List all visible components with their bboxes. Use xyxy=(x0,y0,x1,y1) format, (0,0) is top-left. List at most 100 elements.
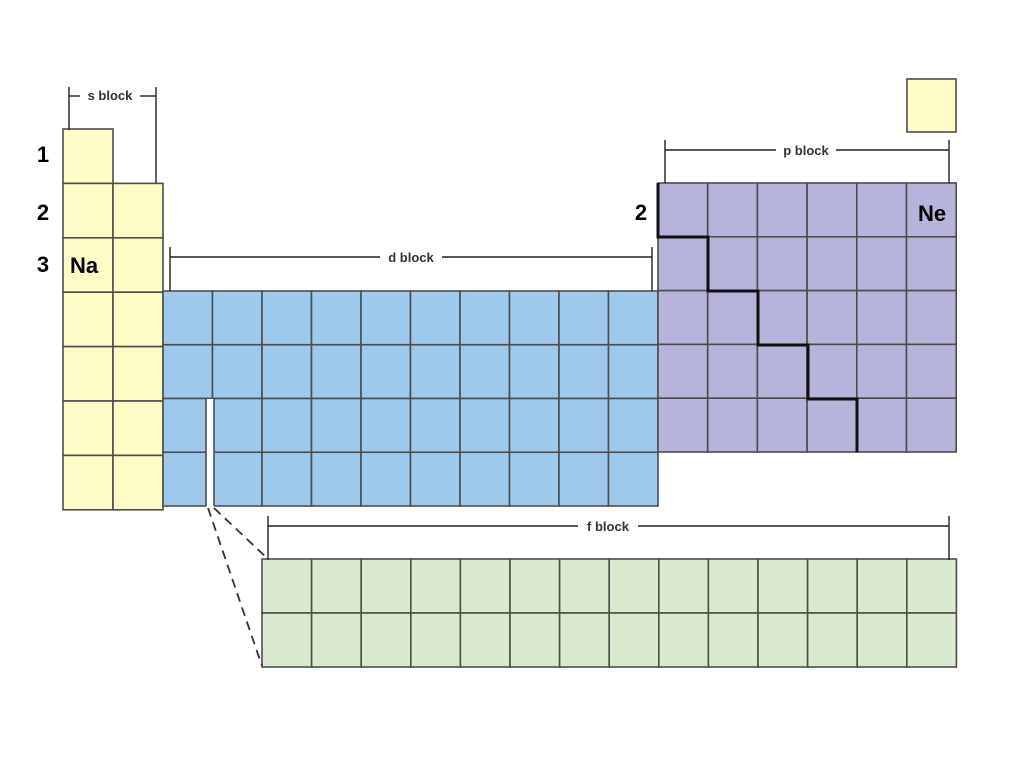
s-block-cell xyxy=(112,454,164,511)
d-block-cell xyxy=(558,397,610,454)
p-block-cell xyxy=(855,397,908,453)
s-block-cell xyxy=(62,400,114,457)
d-block-cell xyxy=(310,343,362,400)
s-block-label: s block xyxy=(88,88,134,103)
d-block-cell xyxy=(360,343,412,400)
p-block-cell xyxy=(657,182,709,238)
d-block-cell xyxy=(211,397,263,454)
d-block-cell xyxy=(459,451,511,507)
d-block-cell xyxy=(409,397,461,454)
p-block-cell xyxy=(756,182,808,238)
d-block-cell xyxy=(211,290,263,346)
p-block-cell xyxy=(706,289,759,346)
element-symbol-neon: Ne xyxy=(918,201,946,226)
d-block-cell xyxy=(360,290,412,346)
d-block-cell xyxy=(607,397,659,454)
s-block-cell xyxy=(62,237,114,294)
d-block-cell xyxy=(162,343,214,400)
s-block-cell xyxy=(112,237,164,294)
f-block-cell xyxy=(757,612,809,668)
p-block-cell xyxy=(756,289,808,346)
p-block-cells xyxy=(657,182,958,453)
f-block-cell xyxy=(905,612,958,668)
d-block-cell xyxy=(211,451,263,507)
f-block-cell xyxy=(905,558,958,614)
f-block-cell xyxy=(757,558,809,614)
d-block-cell xyxy=(162,397,214,454)
f-block-cell xyxy=(806,558,858,614)
s-block-bracket: s block xyxy=(68,87,157,183)
d-block-cell xyxy=(261,451,313,507)
s-block-cell xyxy=(62,182,114,239)
p-block-cell xyxy=(905,236,958,292)
f-block-cell xyxy=(558,612,610,668)
f-block-cell xyxy=(707,558,759,614)
period-number-1: 1 xyxy=(37,142,49,167)
f-block-cell xyxy=(509,558,561,614)
p-block-cell xyxy=(706,397,759,453)
d-block-cell xyxy=(607,451,659,507)
d-block-cell xyxy=(508,290,560,346)
s-block-cell xyxy=(112,182,164,239)
p-block-cell xyxy=(855,236,908,292)
d-block-cell xyxy=(508,397,560,454)
p-block-cell xyxy=(905,397,958,453)
f-block-cell xyxy=(856,558,908,614)
s-block-cell xyxy=(62,454,114,511)
f-block-cell xyxy=(856,612,908,668)
p-block-cell xyxy=(905,289,958,346)
p-block-cell xyxy=(806,343,858,399)
metalloid-staircase-line xyxy=(656,183,859,452)
d-block-cell xyxy=(459,290,511,346)
period-number-2: 2 xyxy=(37,200,49,225)
p-block-cell xyxy=(657,289,709,346)
dashed-connector-top xyxy=(213,507,269,560)
f-block-cell xyxy=(310,558,363,614)
p-block-cell xyxy=(855,182,908,238)
d-block-cell xyxy=(558,343,610,400)
legend-swatch xyxy=(906,78,957,133)
d-block-cell xyxy=(508,451,560,507)
d-block-cell xyxy=(310,451,362,507)
f-block-bracket: f block xyxy=(267,516,950,560)
s-block-cell xyxy=(62,291,114,348)
s-block-cell xyxy=(112,400,164,457)
p-block-cell xyxy=(756,343,808,399)
f-block-cell xyxy=(806,612,858,668)
f-block-cell xyxy=(707,612,759,668)
f-block-label: f block xyxy=(587,519,630,534)
d-block-cell xyxy=(459,397,511,454)
d-block-cell xyxy=(360,397,412,454)
f-block-cell xyxy=(608,558,660,614)
d-block-cell xyxy=(261,343,313,400)
f-block-cell xyxy=(657,612,710,668)
s-block-cell xyxy=(62,128,114,185)
f-block-cell xyxy=(409,558,462,614)
d-block-cell xyxy=(409,343,461,400)
s-block-cell xyxy=(112,291,164,348)
d-block-cell xyxy=(310,290,362,346)
dashed-connector-bottom xyxy=(207,507,263,667)
d-block-cell xyxy=(261,290,313,346)
p-block-cell xyxy=(905,182,958,238)
d-block-cell xyxy=(459,343,511,400)
f-block-cell xyxy=(657,558,710,614)
f-block-cell xyxy=(261,612,313,668)
p-block-cell xyxy=(756,397,808,453)
d-block-cells xyxy=(162,290,659,507)
p-block-cell xyxy=(756,236,808,292)
f-block-insertion-gap xyxy=(206,399,214,507)
f-block-cell xyxy=(608,612,660,668)
p-block-cell xyxy=(806,236,858,292)
d-block-cell xyxy=(162,451,214,507)
f-block-cell xyxy=(310,612,363,668)
d-block-label: d block xyxy=(388,250,434,265)
s-block-cells xyxy=(62,128,164,511)
p-block-cell xyxy=(806,182,858,238)
f-block-cell xyxy=(459,612,511,668)
d-block-cell xyxy=(261,397,313,454)
f-block-cell xyxy=(558,558,610,614)
p-block-cell xyxy=(706,182,759,238)
